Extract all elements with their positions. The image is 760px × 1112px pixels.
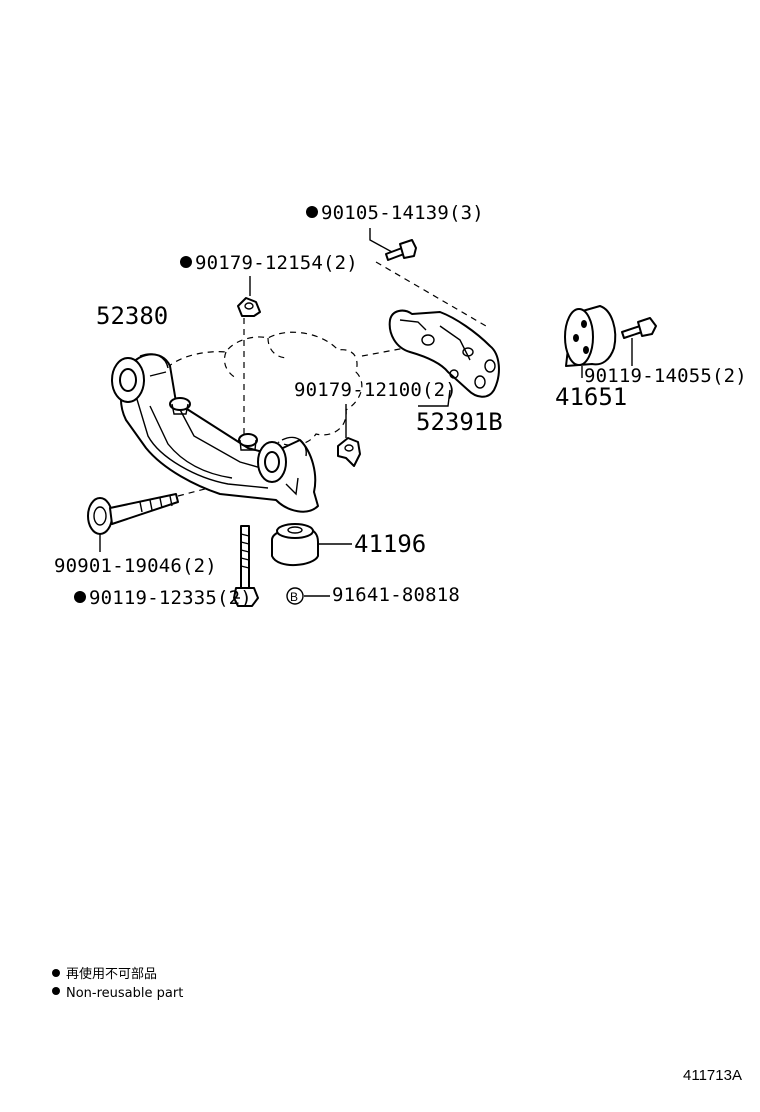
label-nut-mid: 90179-12100(2) xyxy=(294,379,457,401)
bolt-90119-12335 xyxy=(233,525,259,607)
legend: 再使用不可部品 Non-reusable part xyxy=(52,966,183,1001)
nut-90179-12100 xyxy=(337,437,361,467)
ref-symbol-letter: B xyxy=(290,590,298,604)
label-ref-part: 91641-80818 xyxy=(332,584,460,606)
label-nut-top: 90179-12154(2) xyxy=(195,252,358,274)
label-bolt-left: 90901-19046(2) xyxy=(54,555,217,577)
part-labels: 90105-14139(3) 90179-12154(2) 52380 9017… xyxy=(54,202,747,609)
bolt-90119-14055 xyxy=(621,317,657,339)
non-reusable-mark xyxy=(306,206,318,218)
ref-symbol-circle xyxy=(286,587,304,605)
differential-outline xyxy=(159,331,363,446)
label-bracket: 52391B xyxy=(416,408,503,436)
crossmember-52380 xyxy=(111,353,319,513)
label-bolt-bottom: 90119-12335(2) xyxy=(89,587,252,609)
bolt-90105-14139 xyxy=(385,239,417,261)
nut-90179-12154 xyxy=(237,297,261,317)
label-bolt-top: 90105-14139(3) xyxy=(321,202,484,224)
non-reusable-mark xyxy=(74,591,86,603)
bolt-90901-19046 xyxy=(87,493,179,535)
label-bolt-right: 90119-14055(2) xyxy=(584,365,747,387)
legend-item-ja: 再使用不可部品 xyxy=(66,966,157,982)
leader-lines xyxy=(99,228,633,599)
label-cushion-bottom: 41196 xyxy=(354,530,426,558)
cushion-41651 xyxy=(564,305,617,367)
cushion-41196 xyxy=(271,523,319,566)
label-cushion-right: 41651 xyxy=(555,383,627,411)
non-reusable-mark xyxy=(180,256,192,268)
label-crossmember: 52380 xyxy=(96,302,168,330)
bracket-52391B xyxy=(388,309,500,398)
legend-bullet-icon xyxy=(52,987,60,995)
figure-id: 411713A xyxy=(683,1067,742,1084)
legend-bullet-icon xyxy=(52,969,60,977)
legend-item-en: Non-reusable part xyxy=(66,986,183,1001)
